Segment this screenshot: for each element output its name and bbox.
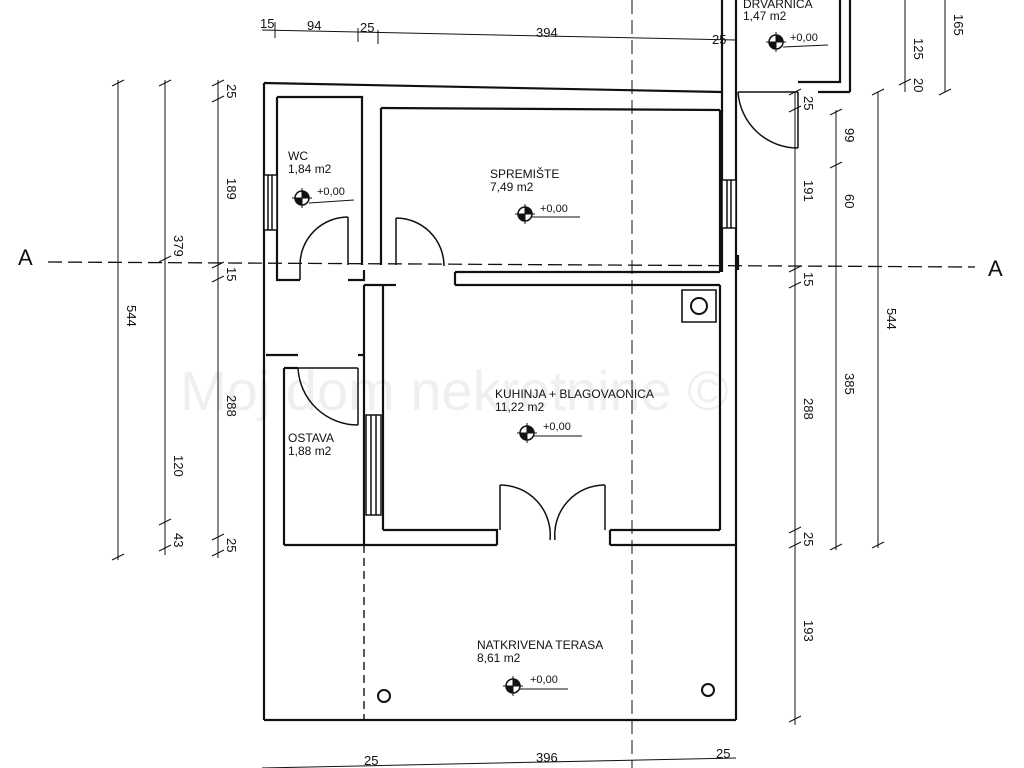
room-area: 8,61 m2 [477,651,521,665]
level-marker-icon [503,676,568,696]
dim-rout-544: 544 [884,308,899,330]
dim-top-94: 94 [307,18,321,33]
section-line: A A [18,245,1003,281]
room-kuhinja: KUHINJA + BLAGOVAONICA 11,22 m2 +0,00 [495,387,654,443]
dim-left-544: 544 [124,305,139,327]
watermark: Moj dom nekretnine © [180,359,729,422]
room-area: 11,22 m2 [495,400,544,414]
dim-right-20: 20 [911,78,926,92]
level-marker-icon [766,32,829,52]
dim-left-120: 120 [171,455,186,477]
column-right [701,683,715,697]
section-label-right: A [988,256,1003,281]
level-value: +0,00 [540,203,568,215]
dim-top-394: 394 [536,25,558,40]
level-marker-icon [517,423,582,443]
dim-left-288: 288 [224,395,239,417]
dim-bot-396: 396 [536,750,558,765]
dim-left-15: 15 [224,267,239,281]
dim-rmid-99: 99 [842,128,857,142]
room-area: 1,84 m2 [288,162,332,176]
column-left [377,689,391,703]
dim-right-165: 165 [951,14,966,36]
sink-icon [690,297,708,315]
dim-rmid-385: 385 [842,373,857,395]
level-marker-icon [515,204,580,224]
room-wc: WC 1,84 m2 +0,00 [288,149,355,208]
dim-left-379: 379 [171,235,186,257]
room-area: 1,47 m2 [743,9,787,23]
dim-bot-25b: 25 [716,746,730,761]
room-name: SPREMIŠTE [490,166,559,181]
dim-left-189: 189 [224,178,239,200]
dim-rin-193: 193 [801,620,816,642]
dim-rin-25a: 25 [801,96,816,110]
level-value: +0,00 [530,674,558,686]
room-terasa: NATKRIVENA TERASA 8,61 m2 +0,00 [477,638,603,696]
level-value: +0,00 [790,32,818,44]
level-value: +0,00 [543,421,571,433]
room-spremiste: SPREMIŠTE 7,49 m2 +0,00 [490,166,580,224]
level-value: +0,00 [317,186,345,198]
dim-left-25a: 25 [224,84,239,98]
dim-top-15: 15 [260,16,274,31]
room-area: 1,88 m2 [288,444,332,458]
dim-top-25a: 25 [360,20,374,35]
room-ostava: OSTAVA 1,88 m2 [288,431,334,458]
dim-right-125: 125 [911,38,926,60]
level-marker-icon [292,188,355,208]
room-name: KUHINJA + BLAGOVAONICA [495,387,654,401]
dim-rin-15: 15 [801,272,816,286]
room-name: WC [288,149,308,163]
room-name: NATKRIVENA TERASA [477,638,603,652]
dim-top-25b: 25 [712,32,726,47]
dim-rin-191: 191 [801,180,816,202]
dim-rin-25b: 25 [801,532,816,546]
room-drvarnica: DRVARNICA 1,47 m2 +0,00 [743,0,829,52]
dim-left-43: 43 [171,533,186,547]
room-name: DRVARNICA [743,0,813,11]
doors [297,91,799,541]
dimension-lines [111,0,952,768]
walls [262,0,852,722]
dim-rmid-60: 60 [842,194,857,208]
windows [263,174,737,516]
dimension-labels: 15 94 25 394 25 125 165 20 544 379 120 4… [124,14,966,768]
room-area: 7,49 m2 [490,180,534,194]
room-name: OSTAVA [288,431,334,445]
section-label-left: A [18,245,33,270]
dim-bot-25a: 25 [364,753,378,768]
dim-left-25b: 25 [224,538,239,552]
dim-rin-288: 288 [801,398,816,420]
